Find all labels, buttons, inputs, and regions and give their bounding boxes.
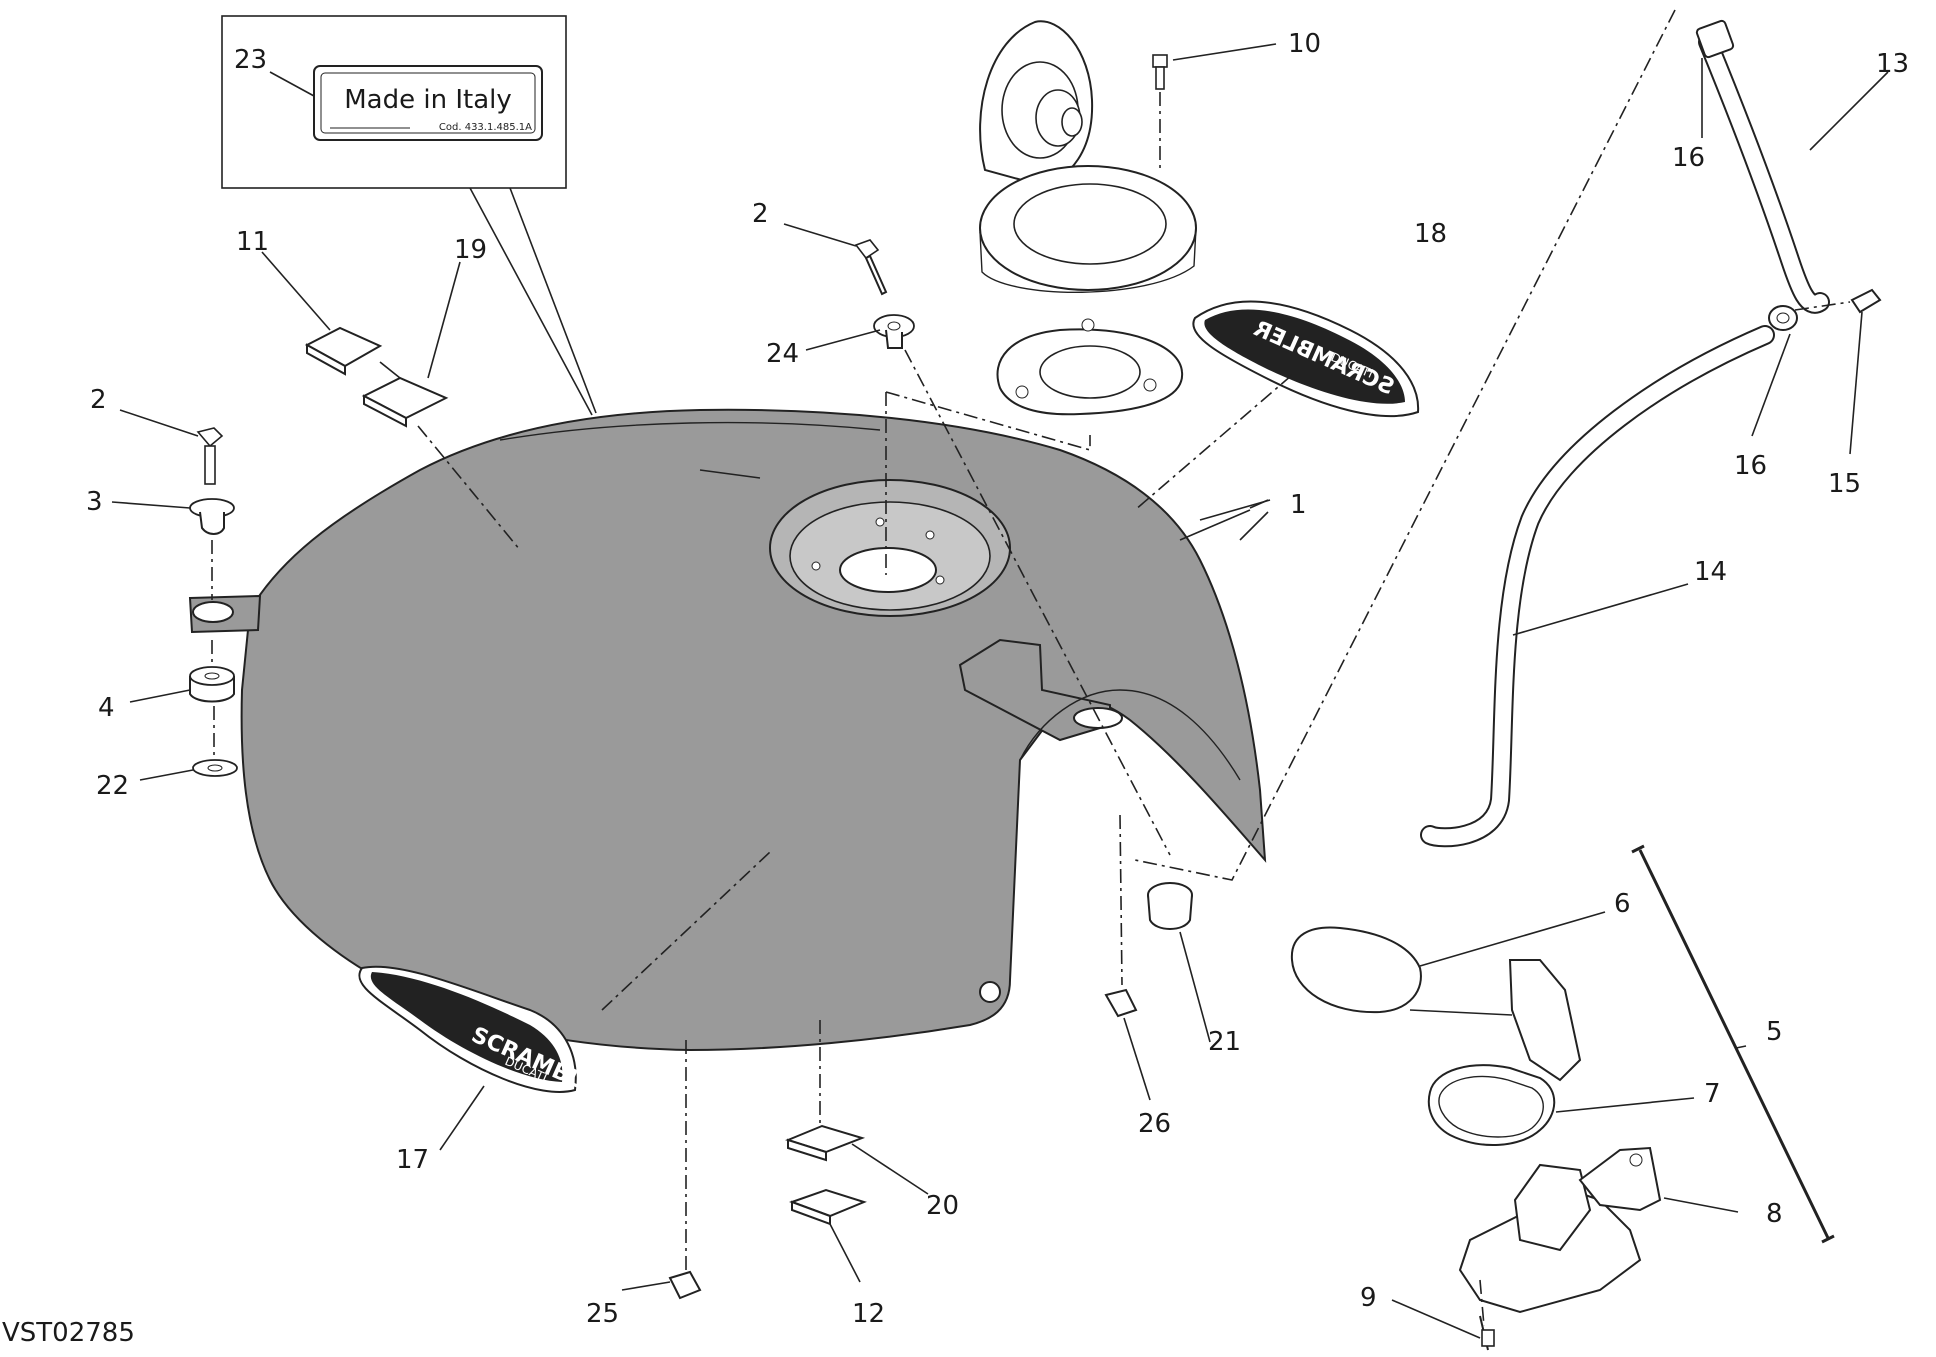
- callout-25: 25: [586, 1299, 619, 1329]
- callout-13: 13: [1876, 49, 1909, 79]
- emblem-right: SCRAMBLER DUCATI: [1192, 300, 1420, 418]
- tag-code-text: Cod. 433.1.485.1A: [439, 122, 532, 133]
- callout-numbers: 1 2 2 3 4 5 6 7 8 9 10 11 12 13 14 15 16…: [86, 29, 1909, 1329]
- filler-cap-assembly: [979, 20, 1197, 416]
- callout-15: 15: [1828, 469, 1861, 499]
- callout-10: 10: [1288, 29, 1321, 59]
- callout-9: 9: [1360, 1283, 1377, 1313]
- callout-24: 24: [766, 339, 799, 369]
- callout-2-left: 2: [90, 385, 107, 415]
- callout-16-top: 16: [1672, 143, 1705, 173]
- callout-5: 5: [1766, 1017, 1783, 1047]
- drawing-code: VST02785: [2, 1318, 135, 1348]
- callout-12: 12: [852, 1299, 885, 1329]
- callout-16-bottom: 16: [1734, 451, 1767, 481]
- made-in-italy-tag: [313, 65, 543, 141]
- callout-21: 21: [1208, 1027, 1241, 1057]
- callout-17: 17: [396, 1145, 429, 1175]
- callout-14: 14: [1694, 557, 1727, 587]
- callout-19: 19: [454, 235, 487, 265]
- adhesive-pads-bottom: [601, 851, 867, 1300]
- callout-1: 1: [1290, 490, 1307, 520]
- callout-11: 11: [236, 227, 269, 257]
- callout-3: 3: [86, 487, 103, 517]
- callout-20: 20: [926, 1191, 959, 1221]
- center-bolt: [854, 239, 1171, 856]
- callout-2-center: 2: [752, 199, 769, 229]
- callout-4: 4: [98, 693, 115, 723]
- callout-26: 26: [1138, 1109, 1171, 1139]
- leader-lines: [111, 43, 1889, 1339]
- callout-7: 7: [1704, 1079, 1721, 1109]
- callout-23: 23: [234, 45, 267, 75]
- fuel-pump-group: [1290, 844, 1835, 1351]
- rear-rubber-mounts: [1104, 814, 1193, 1018]
- label-inset: Made in Italy Cod. 433.1.485.1A: [221, 15, 597, 416]
- callout-8: 8: [1766, 1199, 1783, 1229]
- breather-hoses: [1420, 19, 1882, 848]
- adhesive-pads-top: [304, 326, 521, 551]
- tag-main-text: Made in Italy: [344, 85, 512, 115]
- fuel-tank: [188, 408, 1267, 1052]
- callout-18: 18: [1414, 219, 1447, 249]
- callout-22: 22: [96, 771, 129, 801]
- callout-6: 6: [1614, 889, 1631, 919]
